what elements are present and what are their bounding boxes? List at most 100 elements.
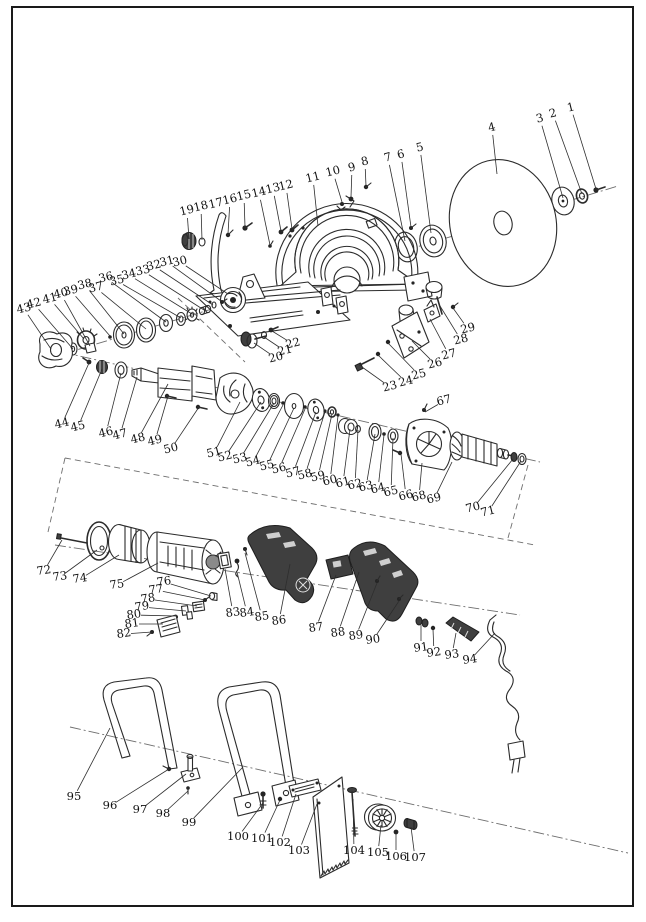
leader-line-36 — [111, 281, 167, 323]
part-label-23: 23 — [381, 377, 399, 394]
part-label-100: 100 — [227, 829, 249, 843]
leader-line-79 — [148, 607, 187, 612]
washer-train — [251, 388, 428, 456]
baffle-plate-81 — [156, 614, 181, 638]
part-label-45: 45 — [69, 417, 87, 434]
part-label-6: 6 — [396, 146, 406, 161]
leader-line-5 — [420, 154, 432, 234]
part-label-9: 9 — [347, 159, 357, 174]
leader-line-22 — [271, 330, 288, 341]
leader-line-27 — [429, 318, 447, 349]
part-label-85: 85 — [254, 608, 270, 624]
leader-line-2 — [555, 120, 583, 195]
part-label-43: 43 — [15, 299, 33, 316]
leader-line-69 — [436, 461, 453, 493]
leader-line-88 — [339, 571, 360, 627]
part-label-41: 41 — [41, 289, 59, 306]
part-label-21: 21 — [276, 341, 294, 358]
pivot-bolt — [240, 326, 279, 349]
leader-line-68 — [419, 462, 423, 491]
leader-line-63 — [366, 433, 376, 481]
guide-rod — [425, 280, 443, 315]
part-label-65: 65 — [382, 482, 400, 499]
leader-line-7 — [389, 164, 406, 242]
handle-half-left-86 — [247, 525, 318, 604]
leader-line-74 — [85, 554, 120, 576]
adjust-screws — [225, 222, 299, 248]
part-label-29: 29 — [459, 319, 477, 336]
part-label-38: 38 — [76, 275, 94, 292]
blade-guard — [275, 202, 433, 302]
part-label-18: 18 — [192, 197, 210, 214]
part-label-22: 22 — [284, 334, 302, 351]
leader-line-37 — [101, 292, 147, 330]
latch-97 — [180, 753, 201, 783]
part-label-82: 82 — [116, 625, 132, 641]
handle-half-right-88 — [349, 541, 419, 622]
leader-line-38 — [89, 290, 125, 335]
holder-parts-79 — [180, 605, 194, 620]
leader-line-16 — [227, 206, 230, 235]
handle-assembly — [247, 525, 526, 774]
brush-holder-78 — [191, 600, 206, 613]
bevel-gear-41 — [76, 327, 98, 354]
part-label-99: 99 — [182, 815, 197, 829]
part-label-19: 19 — [178, 201, 196, 218]
part-label-13: 13 — [264, 179, 282, 196]
part-label-105: 105 — [367, 845, 389, 859]
part-label-7: 7 — [383, 149, 393, 164]
leader-line-71 — [491, 460, 522, 507]
leader-line-25 — [387, 342, 415, 371]
leader-line-12 — [286, 192, 293, 230]
part-label-34: 34 — [120, 265, 138, 282]
part-label-87: 87 — [308, 619, 324, 635]
part-label-14: 14 — [250, 183, 268, 200]
part-label-44: 44 — [53, 414, 71, 431]
leader-line-103 — [301, 803, 318, 845]
bracket-screw — [450, 302, 459, 310]
part-label-91: 91 — [413, 639, 429, 655]
part-label-52: 52 — [216, 447, 234, 464]
part-label-4: 4 — [487, 119, 497, 134]
part-label-107: 107 — [404, 850, 426, 864]
part-label-81: 81 — [124, 615, 140, 631]
long-screw-72 — [56, 533, 88, 544]
leader-line-44 — [64, 362, 90, 418]
leader-line-107 — [410, 826, 415, 852]
part-label-3: 3 — [535, 110, 545, 125]
leader-line-70 — [477, 458, 514, 503]
part-label-31: 31 — [158, 252, 176, 269]
capacitor-83 — [217, 551, 232, 570]
spindle-assembly — [82, 357, 254, 415]
part-labels: 1234567891011121314151617181920212223242… — [15, 99, 597, 864]
part-label-53: 53 — [231, 449, 249, 466]
ring-37 — [135, 317, 157, 343]
leader-line-19 — [187, 217, 190, 240]
pulley-38 — [112, 321, 136, 349]
armature — [449, 431, 527, 467]
bolt-100 — [259, 791, 267, 809]
part-label-74: 74 — [72, 570, 88, 586]
leader-line-54 — [255, 404, 284, 456]
part-label-47: 47 — [111, 425, 129, 442]
cord-guard-93 — [445, 616, 480, 642]
motor-housing-75 — [146, 531, 225, 585]
part-label-36: 36 — [97, 268, 115, 285]
part-label-35: 35 — [108, 271, 126, 288]
leader-line-85 — [244, 552, 261, 611]
leader-line-10 — [334, 178, 343, 203]
motor-assembly — [56, 521, 248, 638]
switch-87 — [325, 554, 354, 580]
leader-line-8 — [364, 168, 367, 187]
part-label-55: 55 — [258, 456, 276, 473]
long-screw-104 — [347, 787, 359, 837]
leader-line-66 — [400, 453, 406, 490]
guard-screws — [336, 182, 372, 211]
leader-line-72 — [47, 539, 63, 566]
gear-shaft — [198, 304, 212, 316]
gear-case — [215, 372, 254, 415]
part-label-54: 54 — [244, 452, 262, 469]
leader-line-82 — [130, 631, 153, 634]
flange-screw — [409, 223, 417, 230]
